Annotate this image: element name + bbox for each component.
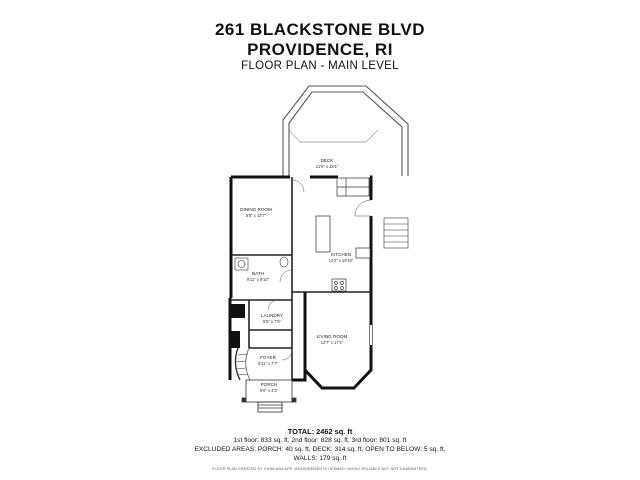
city-title: PROVIDENCE, RI xyxy=(247,40,393,59)
dining-label: DINING ROOM xyxy=(240,207,272,212)
living-label: LIVING ROOM xyxy=(317,334,348,339)
address-title: 261 BLACKSTONE BLVD xyxy=(214,20,426,39)
stair-block xyxy=(231,331,240,348)
laundry-appliance xyxy=(231,304,245,318)
deck-outline xyxy=(282,85,409,176)
dining-dims: 9'8" x 13'7" xyxy=(246,213,267,218)
foyer-stair xyxy=(234,347,251,381)
living-dims: 13'7" x 17'1" xyxy=(321,340,344,345)
exterior-walls xyxy=(228,175,373,390)
porch-dims: 9'6" x 4'3" xyxy=(260,388,278,393)
deck-stairs xyxy=(383,217,409,249)
door-swings xyxy=(267,179,372,361)
walls-area: WALLS: 179 sq. ft xyxy=(293,455,347,462)
deck-label: DECK xyxy=(321,158,335,163)
total-area: TOTAL: 2462 sq. ft xyxy=(287,427,353,436)
porch-label: PORCH xyxy=(261,382,278,387)
bath-fixtures xyxy=(234,256,289,271)
laundry-label: LAUNDRY xyxy=(261,313,283,318)
excluded-areas: EXCLUDED AREAS: PORCH: 40 sq. ft, DECK: … xyxy=(194,446,446,453)
interior-walls xyxy=(231,177,371,380)
deck-dims: 21'6" x 18'1" xyxy=(316,164,339,169)
foyer-label: FOYER xyxy=(260,355,277,360)
disclaimer-footer: FLOOR PLAN CREATED BY CUBICASA APP. MEAS… xyxy=(212,467,428,471)
foyer-dims: 9'11" x 7'7" xyxy=(258,361,278,366)
porch xyxy=(241,379,297,413)
laundry-dims: 6'5" x 7'5" xyxy=(263,319,281,324)
floor-areas: 1st floor: 833 sq. ft, 2nd floor: 828 sq… xyxy=(233,437,407,444)
bath-dims: 9'11" x 9'10" xyxy=(247,277,270,282)
windows xyxy=(369,325,373,345)
kitchen-dims: 14'2" x 19'10" xyxy=(329,258,354,263)
kitchen-label: KITCHEN xyxy=(331,252,351,257)
bath-label: BATH xyxy=(252,271,264,276)
kitchen-fixtures xyxy=(315,177,371,292)
plan-subtitle: FLOOR PLAN - MAIN LEVEL xyxy=(241,60,399,72)
